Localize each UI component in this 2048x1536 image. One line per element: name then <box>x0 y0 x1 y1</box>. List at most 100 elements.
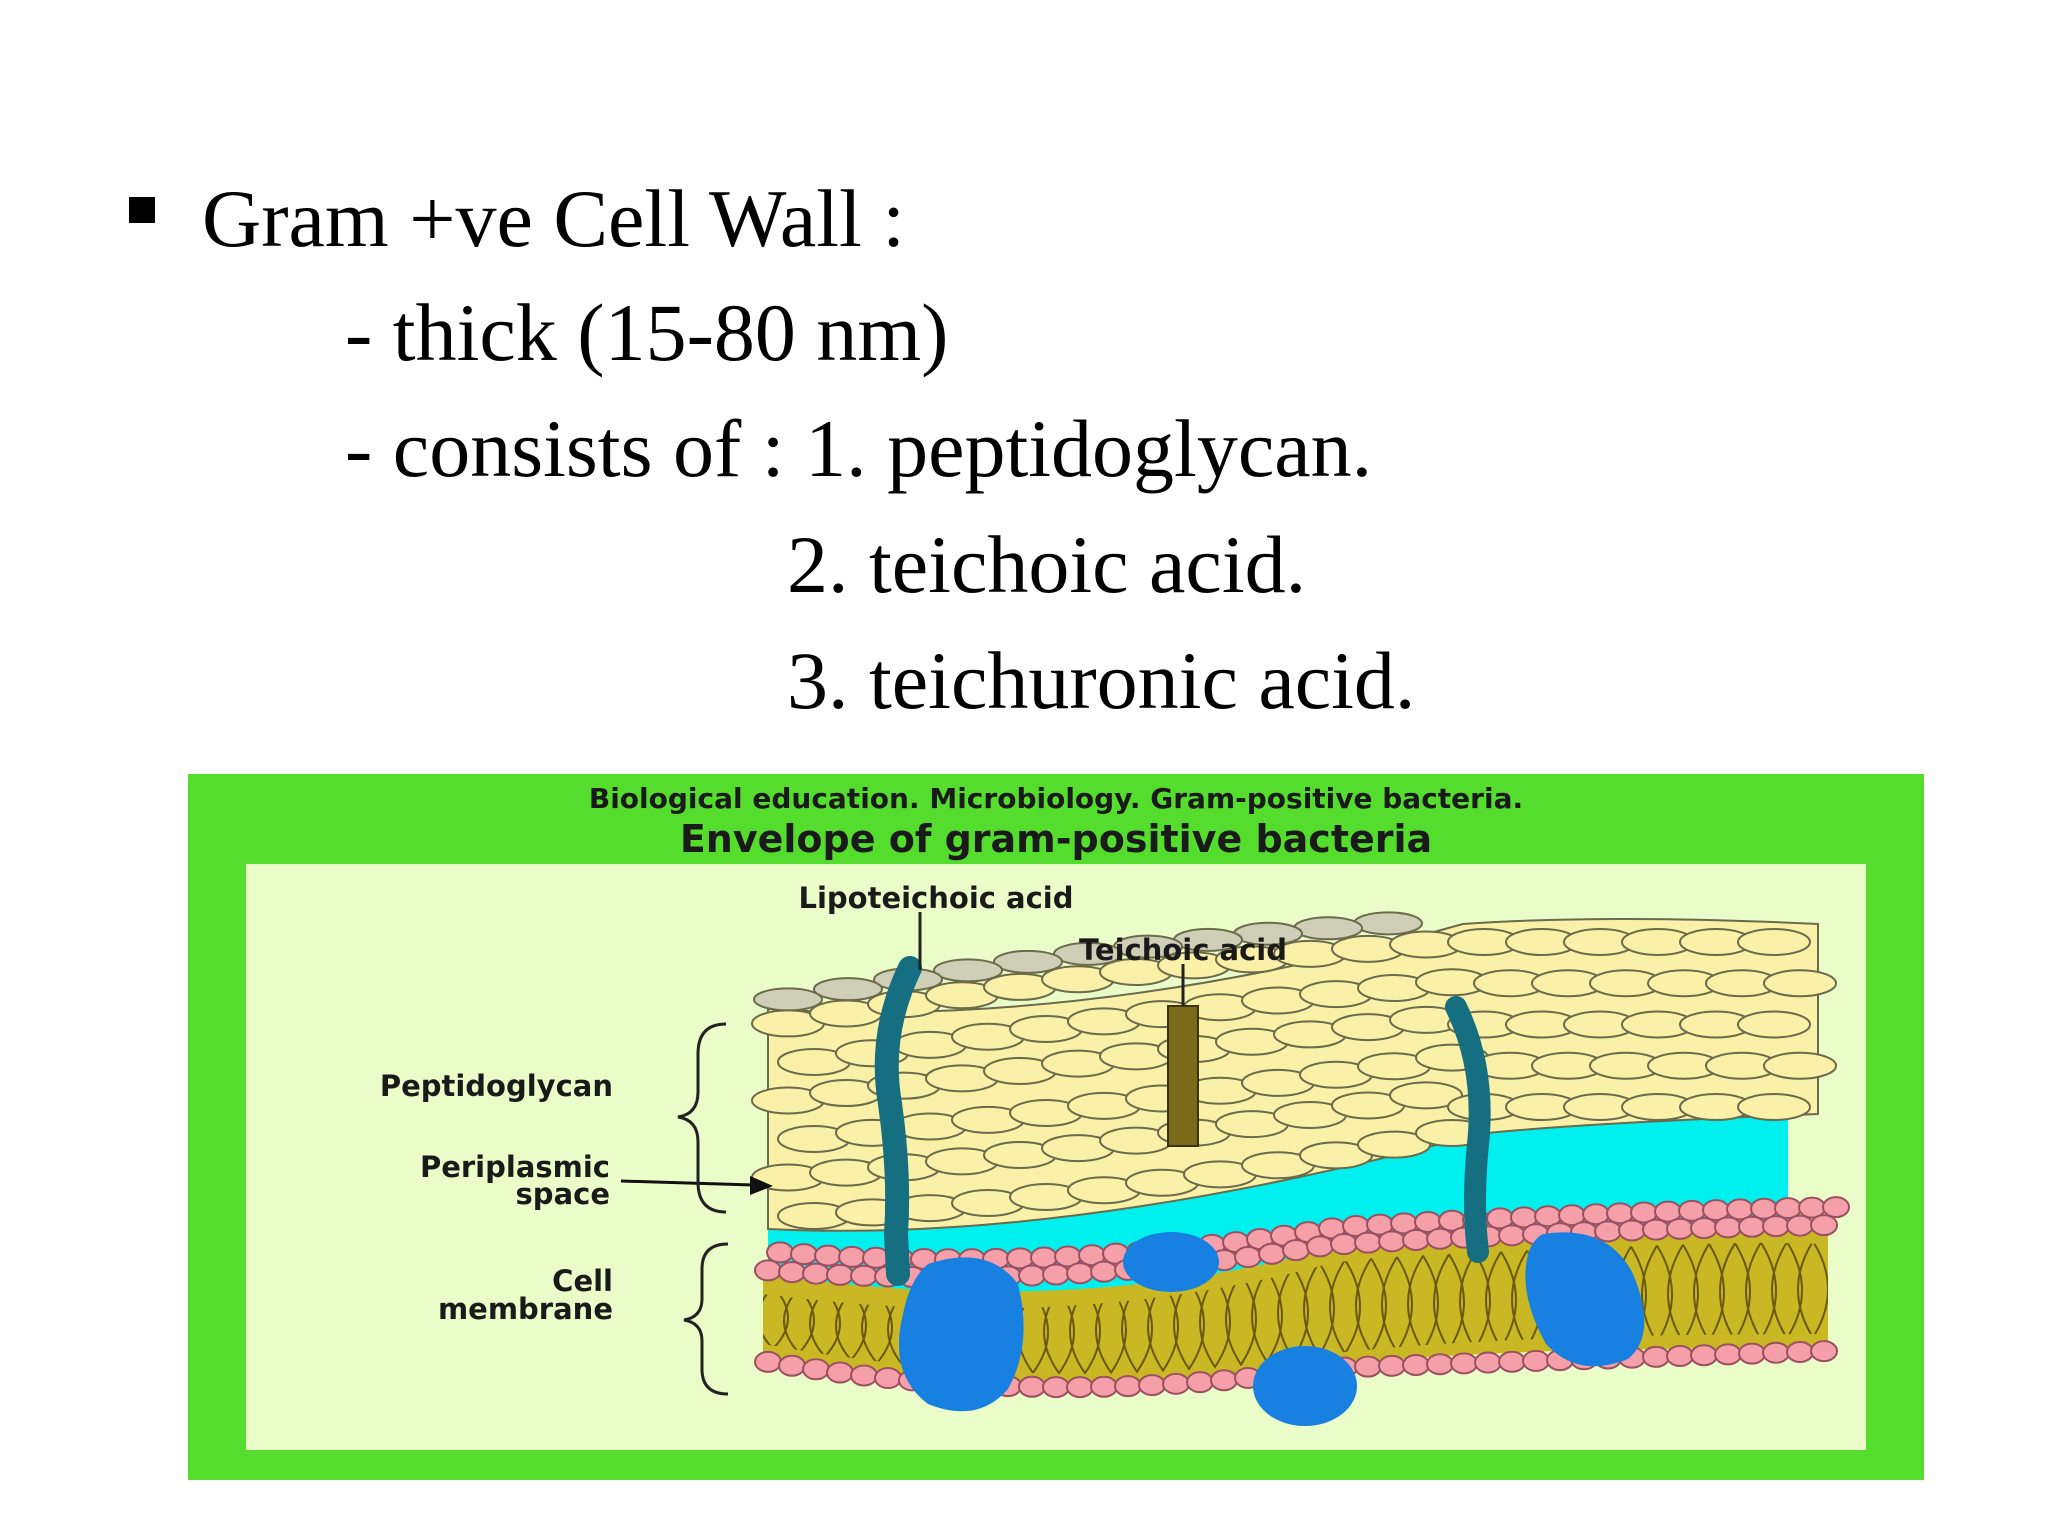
lipid-head <box>1018 1375 1046 1398</box>
lipid-head <box>1738 1342 1766 1365</box>
peptidoglycan-label: Peptidoglycan <box>380 1069 613 1103</box>
periplasmic-arrow-line <box>620 1179 754 1187</box>
lipid-head <box>1714 1343 1742 1366</box>
consists-line: - consists of : 1. peptidoglycan. <box>345 403 1373 494</box>
peptidoglycan-back-strand <box>1353 911 1423 936</box>
membrane-label-line2: membrane <box>438 1292 613 1326</box>
lipid-head <box>1498 1224 1526 1247</box>
lipid-head <box>1810 1214 1838 1237</box>
lipid-head <box>1186 1371 1214 1394</box>
peptidoglycan-back-strand <box>933 958 1003 983</box>
cell-envelope-diagram: Biological education. Microbiology. Gram… <box>188 774 1924 1480</box>
lipid-head <box>1378 1230 1406 1253</box>
lipid-head <box>1114 1375 1142 1398</box>
lipid-head <box>1522 1349 1550 1372</box>
lipid-head <box>1690 1217 1718 1240</box>
membrane-proteins <box>898 1232 1645 1426</box>
peptidoglycan-brace <box>677 1022 727 1214</box>
teichoic-acid-label: Teichoic acid <box>1079 933 1287 967</box>
lipid-head <box>1762 1215 1790 1238</box>
periplasmic-arrow-head <box>750 1176 773 1195</box>
lipid-head <box>838 1245 866 1268</box>
membrane-brace <box>683 1242 729 1396</box>
lipid-head <box>1162 1372 1190 1395</box>
peptidoglycan-strand <box>1763 1051 1837 1080</box>
lipid-head <box>826 1361 854 1384</box>
lipid-head <box>1450 1352 1478 1375</box>
component-item-3: 3. teichuronic acid. <box>787 635 1416 726</box>
lipid-head <box>1618 1219 1646 1242</box>
lipid-head <box>1354 1231 1382 1254</box>
lipid-head <box>1666 1345 1694 1368</box>
lipid-head <box>1138 1374 1166 1397</box>
lipid-head <box>1354 1355 1382 1378</box>
peptidoglycan-strand <box>1737 1010 1811 1039</box>
lipid-head <box>1426 1227 1454 1250</box>
peptidoglycan-back-strand <box>753 987 823 1012</box>
membrane-protein-2 <box>1123 1232 1219 1292</box>
lipid-head <box>790 1243 818 1266</box>
lipid-head <box>1666 1217 1694 1240</box>
lipid-head <box>1282 1239 1310 1262</box>
membrane-protein-1 <box>898 1257 1024 1412</box>
lipid-head <box>1066 1262 1094 1285</box>
lipid-head <box>778 1354 806 1377</box>
membrane-label-line1: Cell <box>552 1264 613 1298</box>
diagram-title: Envelope of gram-positive bacteria <box>680 817 1432 861</box>
lipid-head <box>1498 1350 1526 1373</box>
peptidoglycan-strands <box>751 911 1837 1230</box>
lipid-head <box>1402 1354 1430 1377</box>
lipoteichoic-acid-label: Lipoteichoic acid <box>798 881 1073 915</box>
membrane-protein-3 <box>1253 1346 1357 1426</box>
lipid-head <box>826 1263 854 1286</box>
lipid-head <box>1690 1344 1718 1367</box>
membrane-protein-4 <box>1525 1232 1645 1367</box>
lipid-head <box>1642 1218 1670 1241</box>
lipid-head <box>1786 1214 1814 1237</box>
peptidoglycan-strand <box>1737 928 1811 956</box>
lipid-head <box>1474 1351 1502 1374</box>
lipid-head <box>1090 1260 1118 1283</box>
lipoteichoic-acid-left <box>874 956 922 1286</box>
lipid-head <box>1822 1196 1850 1219</box>
lipid-head <box>766 1241 794 1264</box>
lipid-head <box>1594 1220 1622 1243</box>
lipid-head <box>754 1259 782 1282</box>
peptidoglycan-strand <box>1389 1081 1463 1110</box>
lipid-head <box>1762 1341 1790 1364</box>
peptidoglycan-strand <box>1763 969 1837 998</box>
lipid-head <box>1402 1229 1430 1252</box>
lipid-head <box>1306 1235 1334 1258</box>
peptidoglycan-back-strand <box>993 949 1063 974</box>
bullet-square-icon <box>129 197 155 223</box>
lipid-head <box>1066 1376 1094 1399</box>
periplasmic-label-line2: space <box>516 1177 610 1211</box>
lipid-head <box>1018 1264 1046 1287</box>
lipid-head <box>1642 1345 1670 1368</box>
lipid-head <box>814 1244 842 1267</box>
lipid-head <box>1714 1216 1742 1239</box>
slide-heading: Gram +ve Cell Wall : <box>202 173 906 264</box>
lipid-head <box>778 1261 806 1284</box>
lipid-head <box>754 1350 782 1373</box>
lipid-head <box>1426 1353 1454 1376</box>
lipid-head <box>1738 1215 1766 1238</box>
component-item-2: 2. teichoic acid. <box>787 519 1307 610</box>
peptidoglycan-strand <box>1357 1130 1431 1159</box>
lipid-head <box>1378 1354 1406 1377</box>
teichoic-acid-rod <box>1167 1005 1199 1147</box>
peptidoglycan-strand <box>1737 1093 1811 1121</box>
peptidoglycan-back-strand <box>813 977 883 1002</box>
lipid-head <box>1786 1340 1814 1363</box>
lipid-head <box>1042 1376 1070 1399</box>
diagram-caption: Biological education. Microbiology. Gram… <box>589 782 1523 815</box>
lipoteichoic-acid-right <box>1445 996 1491 1263</box>
periplasmic-label-line1: Periplasmic <box>420 1150 610 1184</box>
lipid-head <box>1042 1263 1070 1286</box>
lipid-head <box>1090 1375 1118 1398</box>
peptidoglycan-back-strand <box>1293 916 1363 941</box>
lipid-head <box>802 1262 830 1285</box>
lipid-head <box>850 1264 878 1287</box>
lipid-head <box>802 1358 830 1381</box>
